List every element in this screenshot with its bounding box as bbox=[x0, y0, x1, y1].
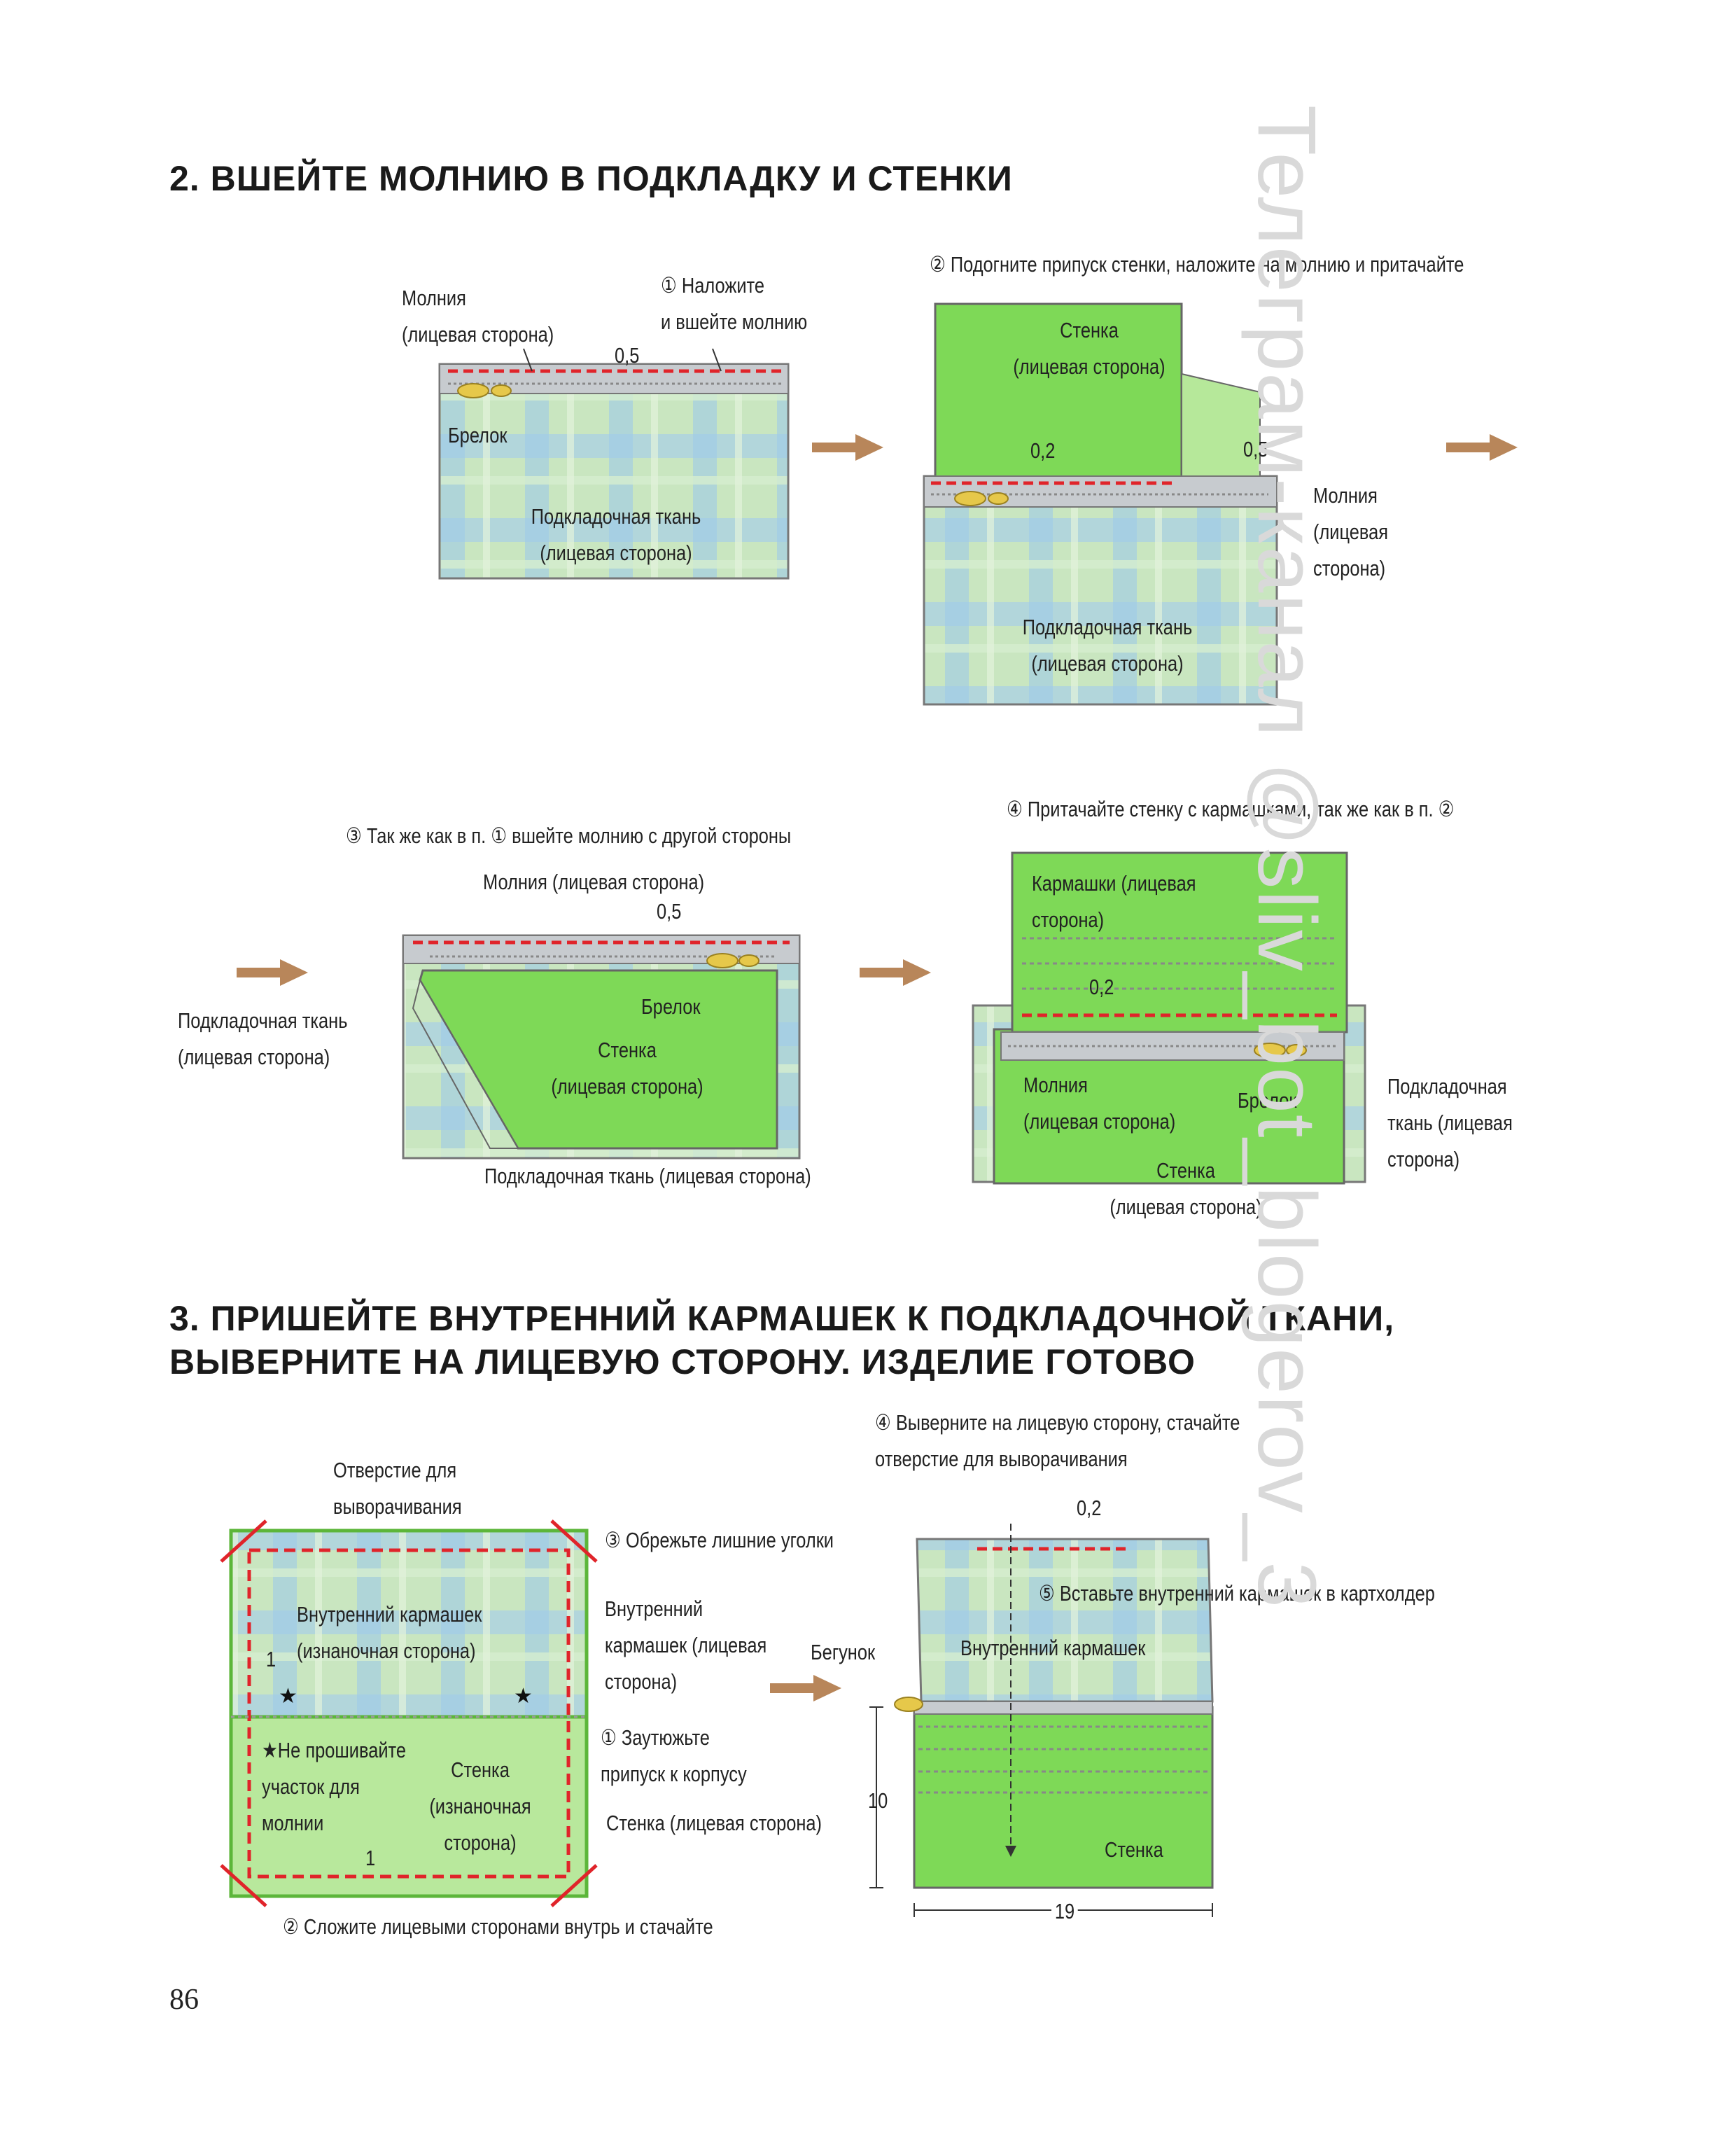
s3-dim-1b: 1 bbox=[365, 1846, 376, 1870]
section2-title: 2. ВШЕЙТЕ МОЛНИЮ В ПОДКЛАДКУ И СТЕНКИ bbox=[169, 159, 1013, 198]
arrow-4 bbox=[860, 959, 931, 986]
s3-width-dim: 19 bbox=[1051, 1893, 1079, 1930]
s3-trim-note: ③ Обрежьте лишние уголки bbox=[605, 1528, 834, 1552]
svg-text:★: ★ bbox=[514, 1684, 533, 1708]
step1-note: ① Наложите и вшейте молнию bbox=[661, 273, 808, 334]
step4-figure bbox=[972, 851, 1366, 1185]
s3-wall-label: Стенка (изнаночная сторона) bbox=[429, 1757, 531, 1855]
step2-zipper-label: Молния (лицевая сторона) bbox=[1313, 483, 1389, 580]
step3-figure bbox=[402, 934, 801, 1160]
s3-dim-02: 0,2 bbox=[1077, 1496, 1102, 1520]
s3-inner-pocket-label-right: Внутренний кармашек bbox=[960, 1636, 1146, 1660]
s3-slider-label: Бегунок bbox=[811, 1640, 876, 1664]
step4-lining-label: Подкладочная ткань (лицевая сторона) bbox=[1387, 1074, 1513, 1171]
s3-dim-1a: 1 bbox=[266, 1647, 276, 1671]
step3-dim: 0,5 bbox=[657, 899, 682, 924]
s3-insert-note: ⑤ Вставьте внутренний кармашек в картхол… bbox=[1039, 1581, 1435, 1606]
page-number: 86 bbox=[169, 1984, 199, 2016]
step1-charm-label: Брелок bbox=[448, 423, 507, 447]
s3-wall-label-right: Стенка bbox=[1105, 1837, 1163, 1862]
step1-dim: 0,5 bbox=[615, 343, 640, 368]
step3-zipper-label: Молния (лицевая сторона) bbox=[483, 870, 705, 894]
step4-wall-label: Стенка (лицевая сторона) bbox=[1110, 1158, 1262, 1219]
step2-lining-label: Подкладочная ткань (лицевая сторона) bbox=[1022, 615, 1193, 676]
step4-zipper-label: Молния (лицевая сторона) bbox=[1023, 1073, 1176, 1134]
step2-note: ② Подогните припуск стенки, наложите на … bbox=[930, 252, 1464, 277]
section3-title-line2: ВЫВЕРНИТЕ НА ЛИЦЕВУЮ СТОРОНУ. ИЗДЕЛИЕ ГО… bbox=[169, 1342, 1196, 1381]
s3-turn-note: ④ Выверните на лицевую сторону, стачайте… bbox=[875, 1410, 1240, 1471]
s3-fold-note: ② Сложите лицевыми сторонами внутрь и ст… bbox=[283, 1914, 713, 1939]
step3-lining-bottom-label: Подкладочная ткань (лицевая сторона) bbox=[484, 1164, 811, 1188]
step1-zipper-label: Молния (лицевая сторона) bbox=[402, 286, 554, 347]
step3-charm-label: Брелок bbox=[641, 994, 701, 1019]
step2-dim-a: 0,2 bbox=[1030, 438, 1056, 463]
step4-pockets-label: Кармашки (лицевая сторона) bbox=[1032, 871, 1196, 932]
s3-opening-label: Отверстие для выворачивания bbox=[333, 1458, 462, 1519]
s3-inner-pocket-right-label: Внутренний кармашек (лицевая сторона) bbox=[605, 1596, 767, 1694]
arrow-1 bbox=[812, 434, 883, 461]
s3-inner-pocket-label: Внутренний кармашек (изнаночная сторона) bbox=[297, 1602, 482, 1663]
svg-text:★: ★ bbox=[279, 1684, 298, 1708]
watermark-text: Телеграм-канал @sliv_bot_blogerov_3 bbox=[1240, 105, 1333, 1610]
step4-note: ④ Притачайте стенку с кармашками, так же… bbox=[1007, 797, 1455, 821]
s3-wall-face-label: Стенка (лицевая сторона) bbox=[606, 1811, 822, 1835]
arrow-3 bbox=[237, 959, 308, 986]
section3-right-figure bbox=[869, 1524, 1214, 1917]
step2-dim-b: 0,5 bbox=[1243, 437, 1268, 461]
step2-wall-label: Стенка (лицевая сторона) bbox=[1013, 318, 1166, 379]
step3-wall-label: Стенка (лицевая сторона) bbox=[551, 1038, 704, 1099]
step1-lining-label: Подкладочная ткань (лицевая сторона) bbox=[531, 504, 701, 565]
watermark: Телеграм-канал @sliv_bot_blogerov_3 bbox=[1239, 105, 1337, 2066]
step4-dim: 0,2 bbox=[1089, 975, 1114, 999]
arrow-5 bbox=[770, 1675, 841, 1701]
section3-left-figure: ★ ★ bbox=[220, 1519, 598, 1907]
step3-lining-left-label: Подкладочная ткань (лицевая сторона) bbox=[178, 1008, 348, 1069]
section3-title-line1: 3. ПРИШЕЙТЕ ВНУТРЕННИЙ КАРМАШЕК К ПОДКЛА… bbox=[169, 1299, 1395, 1338]
step1-figure bbox=[438, 348, 790, 580]
step2-figure bbox=[923, 302, 1278, 706]
step4-charm-label: Брелок bbox=[1238, 1088, 1297, 1113]
s3-star-note: ★Не прошивайте участок для молнии bbox=[262, 1738, 407, 1835]
s3-press-note: ① Заутюжьте припуск к корпусу bbox=[601, 1725, 747, 1786]
arrow-2 bbox=[1446, 434, 1518, 461]
step3-note: ③ Так же как в п. ① вшейте молнию с друг… bbox=[346, 823, 792, 848]
s3-height-dim: 10 bbox=[868, 1788, 888, 1813]
